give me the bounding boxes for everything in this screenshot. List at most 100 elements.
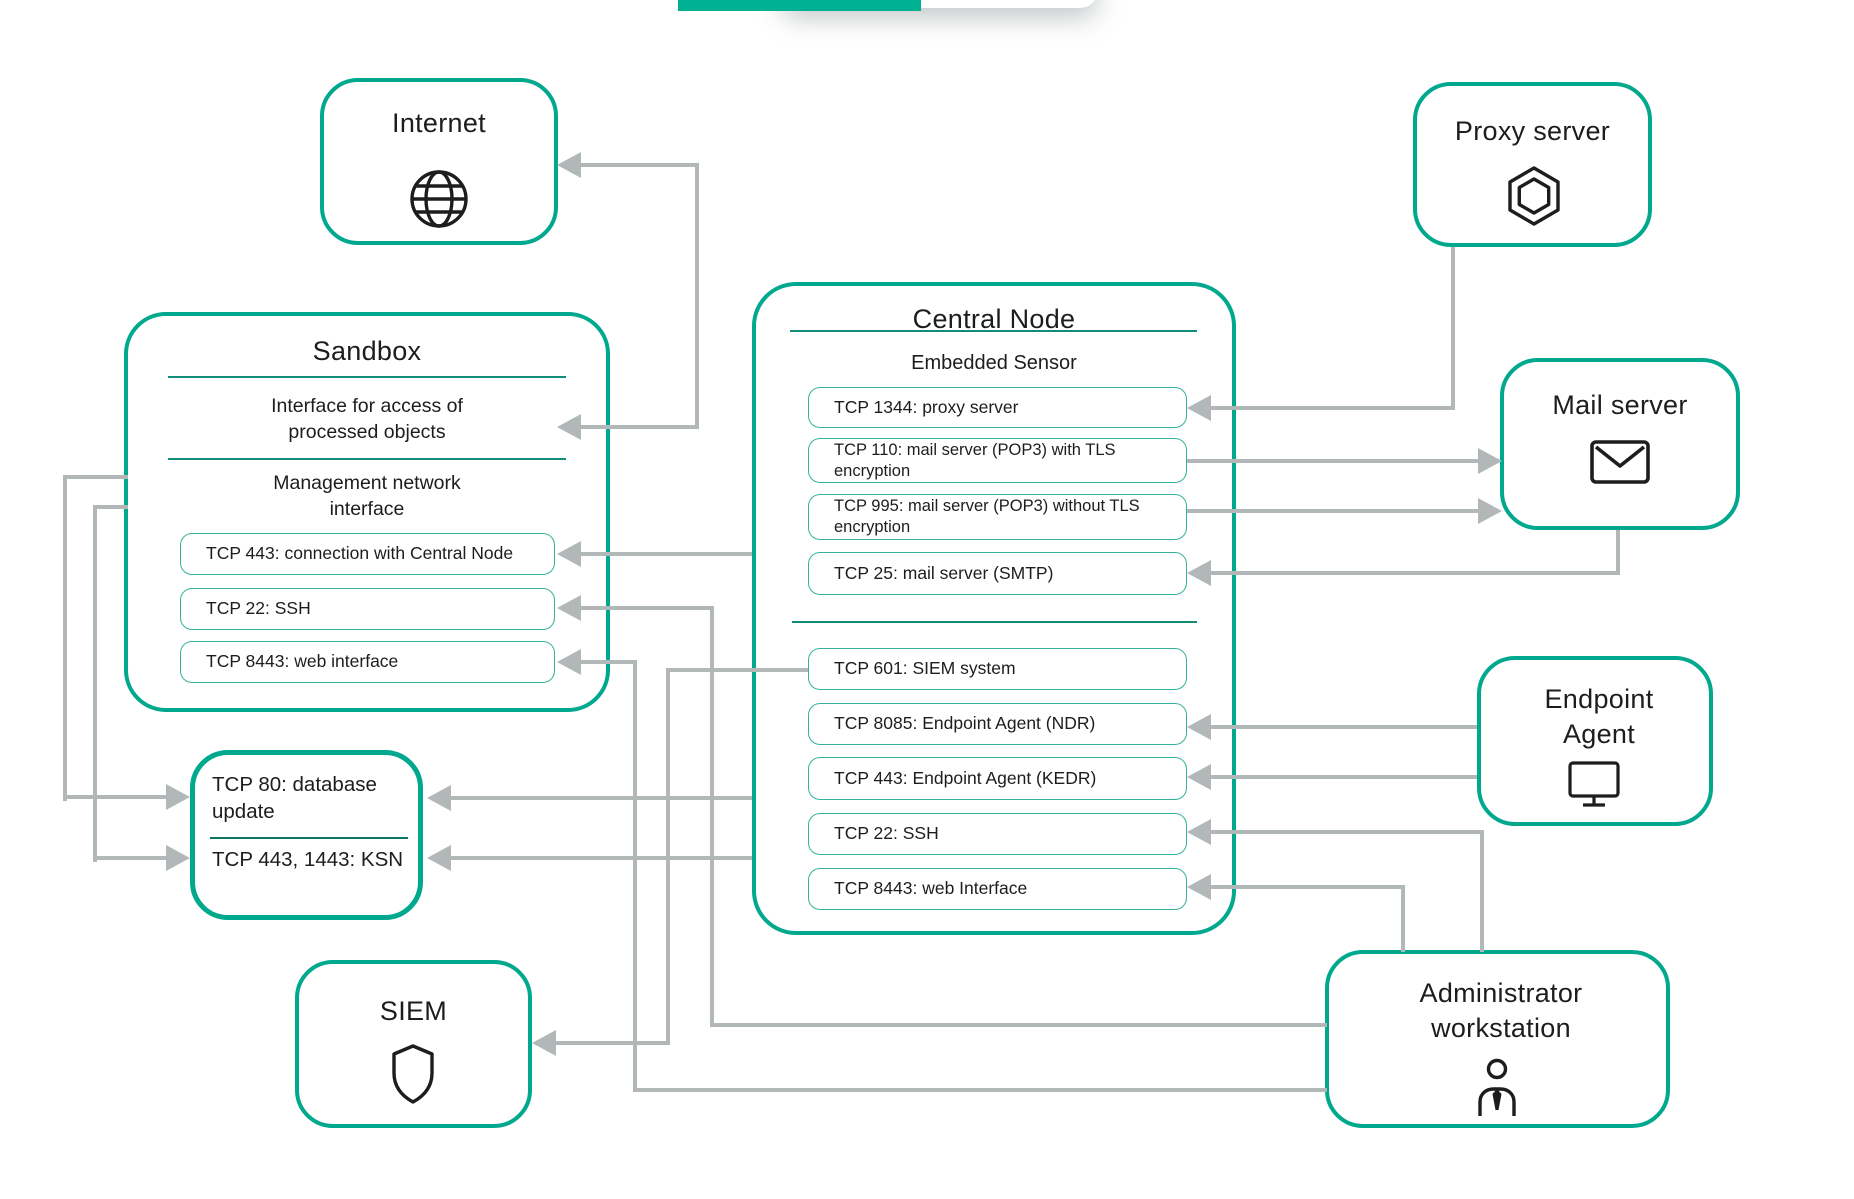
tcp80-divider <box>210 837 408 839</box>
connector <box>579 660 637 664</box>
person-icon <box>1472 1058 1522 1116</box>
arrow-into-tcp443-kedr <box>1187 764 1211 790</box>
arrow-into-mail-2 <box>1478 498 1502 524</box>
connector <box>710 606 714 1027</box>
tcp80-label: TCP 80: database update <box>212 773 377 824</box>
port-label: TCP 110: mail server (POP3) with TLS enc… <box>834 440 1116 480</box>
shield-icon <box>387 1043 439 1105</box>
port-label: TCP 8443: web interface <box>206 651 399 672</box>
connector <box>1209 406 1455 410</box>
connector <box>93 856 168 860</box>
arrow-into-sandbox-22 <box>557 595 581 621</box>
connector <box>93 505 128 509</box>
connector <box>710 1023 1327 1027</box>
central-port-row: TCP 22: SSH <box>808 813 1187 855</box>
arrow-into-mail-1 <box>1478 448 1502 474</box>
port-label: TCP 8443: web Interface <box>834 878 1028 899</box>
central-port-row: TCP 601: SIEM system <box>808 648 1187 690</box>
central-port-row: TCP 110: mail server (POP3) with TLS enc… <box>808 438 1187 483</box>
port-label: TCP 601: SIEM system <box>834 658 1016 679</box>
endpoint-agent-title: Endpoint Agent <box>1544 684 1654 750</box>
connector <box>666 668 808 672</box>
central-port-row: TCP 8085: Endpoint Agent (NDR) <box>808 703 1187 745</box>
embedded-sensor-label: Embedded Sensor <box>911 352 1077 374</box>
connector <box>449 856 752 860</box>
arrow-into-tcp8443 <box>1187 874 1211 900</box>
mail-server-node: Mail server <box>1500 358 1740 530</box>
sandbox-interface-label: Interface for access of processed object… <box>271 395 463 444</box>
connector <box>1209 725 1477 729</box>
central-port-row: TCP 995: mail server (POP3) without TLS … <box>808 494 1187 540</box>
connector <box>633 1088 1327 1092</box>
port-label: TCP 443: connection with Central Node <box>206 543 514 564</box>
port-label: TCP 25: mail server (SMTP) <box>834 562 1054 583</box>
monitor-icon <box>1566 760 1622 808</box>
central-port-row: TCP 1344: proxy server <box>808 387 1187 428</box>
connector <box>93 505 97 862</box>
arrow-into-sandbox-8443 <box>557 649 581 675</box>
envelope-icon <box>1589 438 1651 486</box>
arrow-into-db-right-1 <box>427 785 451 811</box>
port-label: TCP 8085: Endpoint Agent (NDR) <box>834 713 1096 734</box>
arrow-into-tcp25 <box>1187 560 1211 586</box>
connector <box>1401 885 1405 952</box>
proxy-server-title: Proxy server <box>1454 116 1611 146</box>
connector <box>1616 530 1620 575</box>
connector <box>633 660 637 1092</box>
arrow-into-sandbox-interface <box>557 414 581 440</box>
connector <box>63 475 128 479</box>
sandbox-divider-2 <box>168 458 566 460</box>
connector <box>1209 830 1484 834</box>
connector <box>449 796 752 800</box>
sandbox-title: Sandbox <box>312 336 422 366</box>
internet-title: Internet <box>392 108 486 138</box>
arrow-into-db-left-2 <box>166 845 190 871</box>
port-label: TCP 995: mail server (POP3) without TLS … <box>834 497 1140 536</box>
connector <box>63 475 67 801</box>
arrow-into-db-right-2 <box>427 845 451 871</box>
central-divider-1 <box>790 330 1197 332</box>
ksn-label: TCP 443, 1443: KSN <box>212 848 404 871</box>
arrow-into-tcp8085 <box>1187 714 1211 740</box>
port-label: TCP 22: SSH <box>834 823 939 844</box>
redacted-bar <box>678 0 921 11</box>
sandbox-port-row: TCP 443: connection with Central Node <box>180 533 555 575</box>
database-update-node: TCP 80: database update TCP 443, 1443: K… <box>190 750 423 920</box>
connector <box>1480 830 1484 952</box>
arrow-into-tcp1344 <box>1187 395 1211 421</box>
sandbox-management-label: Management network interface <box>273 472 461 521</box>
connector <box>695 163 699 429</box>
arrow-into-tcp22 <box>1187 819 1211 845</box>
connector <box>63 795 168 799</box>
central-divider-2 <box>792 621 1197 623</box>
proxy-server-node: Proxy server <box>1413 82 1652 247</box>
connector <box>579 425 699 429</box>
admin-workstation-title: Administrator workstation <box>1419 978 1583 1044</box>
connector <box>1451 247 1455 410</box>
connector <box>1187 459 1480 463</box>
connector <box>579 163 699 167</box>
central-port-row: TCP 8443: web Interface <box>808 868 1187 910</box>
arrow-into-internet <box>557 152 581 178</box>
central-port-row: TCP 25: mail server (SMTP) <box>808 552 1187 595</box>
port-label: TCP 443: Endpoint Agent (KEDR) <box>834 767 1097 788</box>
sandbox-port-row: TCP 22: SSH <box>180 588 555 630</box>
connector <box>554 1041 670 1045</box>
port-label: TCP 1344: proxy server <box>834 396 1019 417</box>
siem-title: SIEM <box>379 996 448 1026</box>
cutoff-popup <box>780 0 1098 8</box>
connector <box>1187 509 1480 513</box>
arrow-into-siem <box>532 1030 556 1056</box>
hexagon-icon <box>1502 164 1566 228</box>
connector <box>579 606 714 610</box>
connector <box>666 668 670 1045</box>
connector <box>1209 571 1620 575</box>
globe-icon <box>407 167 471 231</box>
arrow-into-sandbox-443 <box>557 541 581 567</box>
sandbox-divider-1 <box>168 376 566 378</box>
arrow-into-db-left-1 <box>166 784 190 810</box>
central-port-row: TCP 443: Endpoint Agent (KEDR) <box>808 757 1187 800</box>
port-label: TCP 22: SSH <box>206 598 311 619</box>
sandbox-port-row: TCP 8443: web interface <box>180 641 555 683</box>
